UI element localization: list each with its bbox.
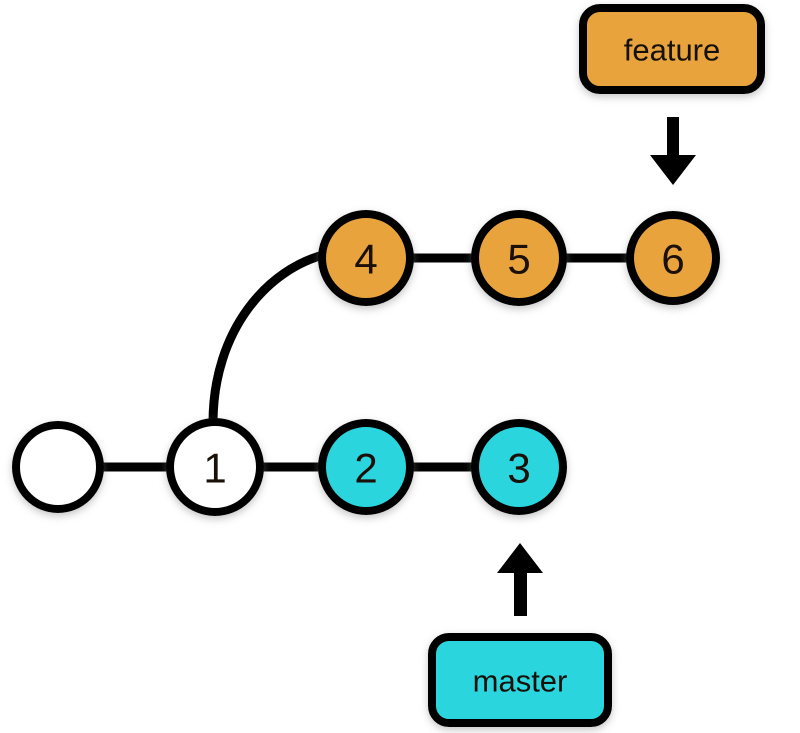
commit-circle-2[interactable] (318, 419, 414, 515)
commit-circle-1[interactable] (166, 418, 264, 516)
master-branch-group[interactable]: master (428, 543, 612, 727)
feature-pointer-arrow (650, 117, 696, 185)
master-branch-label-box[interactable] (428, 633, 612, 727)
commit-node-1[interactable] (166, 418, 264, 516)
edge-1-to-4-curve (208, 249, 329, 424)
commit-node-6[interactable] (626, 211, 720, 305)
commit-node-base[interactable] (12, 421, 104, 513)
commit-circle-5[interactable] (471, 210, 567, 306)
commit-node-3[interactable] (471, 419, 567, 515)
arrow-down-shaft (667, 117, 679, 159)
arrow-up-shaft (514, 570, 527, 616)
feature-branch-label-box[interactable] (579, 4, 765, 94)
arrow-up-head (497, 543, 543, 573)
commit-node-2[interactable] (318, 419, 414, 515)
commit-circle-6[interactable] (626, 211, 720, 305)
master-pointer-arrow (497, 543, 543, 616)
commit-circle-4[interactable] (318, 210, 414, 306)
feature-branch-group[interactable]: feature (579, 4, 765, 185)
commit-circle-3[interactable] (471, 419, 567, 515)
arrow-down-head (650, 155, 696, 185)
commit-node-5[interactable] (471, 210, 567, 306)
commit-circle-base[interactable] (12, 421, 104, 513)
commit-node-4[interactable] (318, 210, 414, 306)
edges-layer (96, 249, 634, 472)
